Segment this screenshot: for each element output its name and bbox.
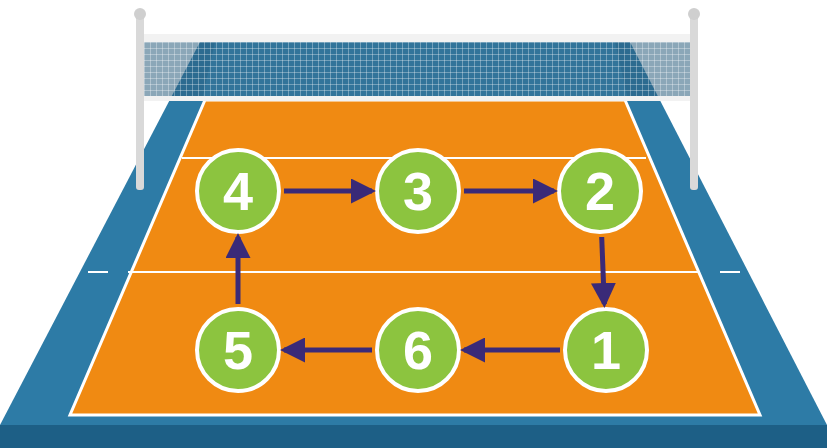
- center-line: [128, 271, 700, 273]
- side-dash: [88, 271, 108, 273]
- position-number: 3: [403, 164, 433, 218]
- post-cap: [688, 8, 700, 20]
- court-floor: [70, 100, 760, 415]
- position-number: 6: [403, 323, 433, 377]
- rotation-arrow: [602, 237, 605, 304]
- position-circle: 2: [556, 147, 644, 235]
- court-boundary: [70, 100, 760, 415]
- circle-fill: [559, 150, 641, 232]
- post-cap: [134, 8, 146, 20]
- position-number: 5: [223, 323, 253, 377]
- circle-fill: [565, 309, 647, 391]
- circle-fill: [377, 150, 459, 232]
- position-circle: 5: [194, 306, 282, 394]
- court-surround: [0, 42, 827, 425]
- circle-fill: [377, 309, 459, 391]
- court-base: [0, 425, 827, 448]
- position-circle: 1: [562, 306, 650, 394]
- side-dash: [40, 271, 60, 273]
- position-circle: 4: [194, 147, 282, 235]
- net-grid: [144, 40, 690, 98]
- net-post: [136, 10, 144, 190]
- net-band: [144, 96, 690, 101]
- rotation-arrow: [464, 348, 560, 353]
- position-number: 1: [591, 323, 621, 377]
- position-number: 2: [585, 164, 615, 218]
- rotation-arrow: [464, 189, 554, 194]
- rotation-arrow: [284, 348, 372, 353]
- net-mesh: [144, 40, 690, 98]
- side-dash: [768, 271, 788, 273]
- circle-fill: [197, 309, 279, 391]
- net-band: [144, 34, 690, 42]
- rotation-arrow: [236, 237, 241, 304]
- rotation-arrow: [284, 189, 372, 194]
- position-number: 4: [223, 164, 253, 218]
- side-dash: [720, 271, 740, 273]
- position-circle: 3: [374, 147, 462, 235]
- net-post: [690, 10, 698, 190]
- circle-fill: [197, 150, 279, 232]
- position-circle: 6: [374, 306, 462, 394]
